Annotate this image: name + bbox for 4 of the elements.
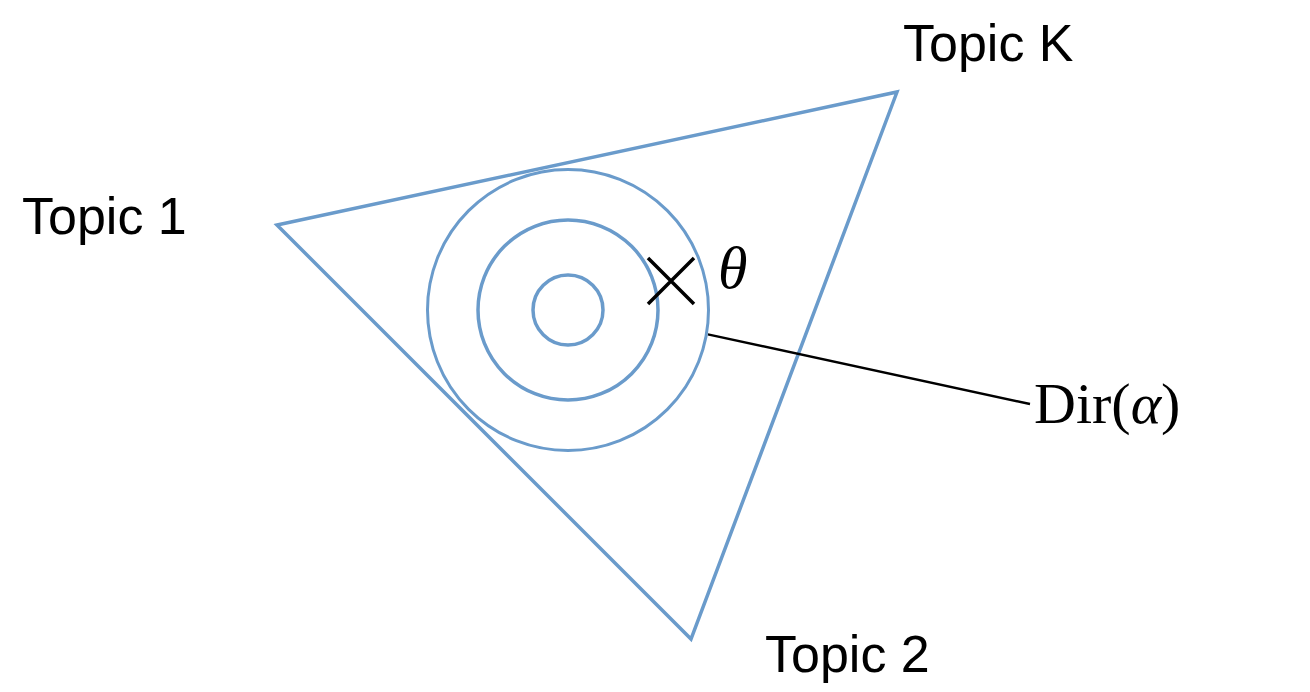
leader-line [707,333,1031,406]
contour-circle [426,168,710,452]
symbol-label: θ [718,238,748,298]
formula-label: Dir(α) [1034,375,1181,433]
